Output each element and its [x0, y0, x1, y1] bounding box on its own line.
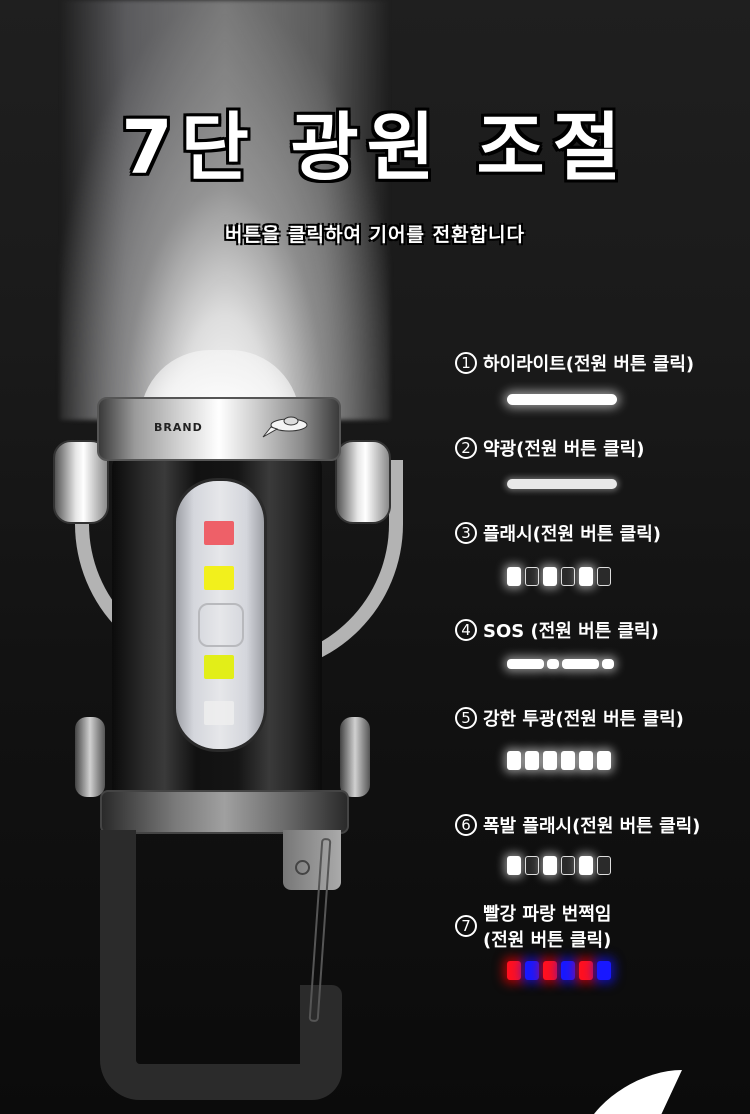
side-light-panel: [173, 478, 267, 752]
carabiner-tip: [300, 985, 342, 1100]
sos-indicator: [507, 659, 614, 669]
mode-item-2: 2 약광(전원 버튼 클릭): [455, 435, 645, 489]
yellow-led-top: [204, 566, 234, 590]
mode-label: 강한 투광(전원 버튼 클릭): [483, 709, 684, 730]
strong-flood-indicator: [507, 751, 611, 770]
number-badge: 7: [455, 915, 477, 937]
bottom-ring: [100, 790, 349, 834]
burst-flash-indicator: [507, 856, 611, 875]
red-led: [204, 521, 234, 545]
number-badge: 2: [455, 437, 477, 459]
flashlight-head: BRAND: [97, 397, 341, 461]
number-badge: 4: [455, 619, 477, 641]
mode-label: 약광(전원 버튼 클릭): [483, 439, 645, 460]
page-title: 7단 광원 조절: [121, 105, 629, 191]
number-badge: 5: [455, 707, 477, 729]
brand-engraving: BRAND: [154, 421, 203, 434]
mode-item-5: 5 강한 투광(전원 버튼 클릭): [455, 705, 684, 770]
mode-item-4: 4 SOS (전원 버튼 클릭): [455, 617, 659, 669]
mode-label: 하이라이트(전원 버튼 클릭): [483, 354, 695, 375]
left-knob: [75, 717, 105, 797]
flash-indicator: [507, 567, 611, 586]
right-knob: [340, 717, 370, 797]
solid-dim-indicator: [507, 479, 617, 489]
right-hinge: [335, 440, 391, 524]
power-button[interactable]: [198, 603, 244, 647]
solid-bright-indicator: [507, 394, 617, 405]
white-led: [204, 701, 234, 725]
mode-label: 폭발 플래시(전원 버튼 클릭): [483, 816, 701, 837]
number-badge: 3: [455, 522, 477, 544]
number-badge: 1: [455, 352, 477, 374]
mode-item-1: 1 하이라이트(전원 버튼 클릭): [455, 350, 695, 405]
page-subtitle: 버튼을 클릭하여 기어를 전환합니다: [224, 224, 526, 246]
mode-label-line2: (전원 버튼 클릭): [483, 930, 612, 951]
red-blue-indicator: [507, 961, 611, 980]
shark-logo-icon: [262, 416, 308, 438]
carabiner-clip: [283, 830, 341, 890]
number-badge: 6: [455, 814, 477, 836]
mode-label: SOS (전원 버튼 클릭): [483, 621, 659, 642]
mode-item-3: 3 플래시(전원 버튼 클릭): [455, 520, 662, 586]
yellow-led-bottom: [204, 655, 234, 679]
shark-fin-icon: [584, 1070, 682, 1114]
mode-item-7: 7 빨강 파랑 번쩍임 (전원 버튼 클릭): [455, 900, 612, 980]
mode-item-6: 6 폭발 플래시(전원 버튼 클릭): [455, 812, 701, 875]
mode-label: 플래시(전원 버튼 클릭): [483, 524, 662, 545]
clip-hole: [295, 860, 310, 875]
mode-label-line1: 빨강 파랑 번쩍임: [483, 904, 612, 925]
